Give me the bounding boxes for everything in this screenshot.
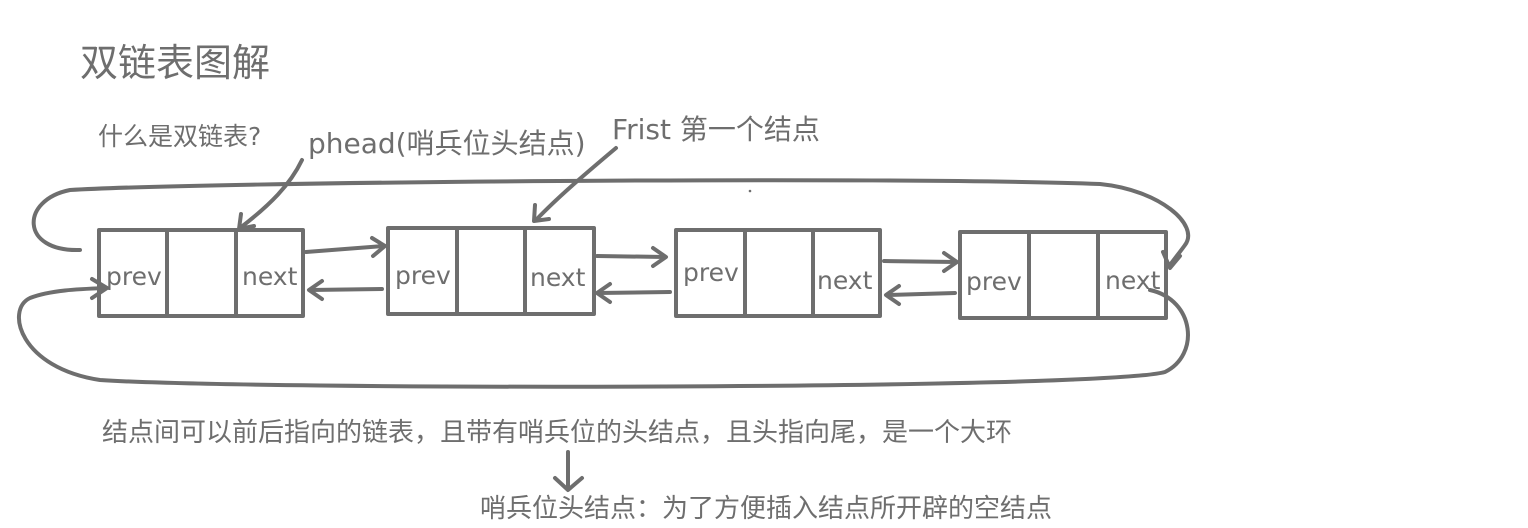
node-4-box (958, 230, 1168, 320)
diagram-title: 双链表图解 (80, 41, 271, 85)
prev-field-label: prev (683, 258, 739, 287)
prev-field-label: prev (966, 267, 1022, 296)
node-2-box (386, 226, 596, 316)
tail-to-head-arrowhead (1161, 250, 1182, 270)
node-1 (97, 228, 305, 318)
description-text: 结点间可以前后指向的链表，且带有哨兵位的头结点，且头指向尾，是一个大环 (102, 418, 1013, 448)
head-pointer-arrow (238, 158, 304, 230)
prev-arrow (595, 282, 672, 304)
node-2 (386, 226, 596, 316)
node-1-box (97, 228, 305, 318)
note-text: 哨兵位头结点：为了方便插入结点所开辟的空结点 (480, 494, 1053, 524)
tail-to-head-loop (31, 178, 1191, 267)
node-4 (958, 230, 1168, 320)
prev-field-label: prev (106, 262, 162, 291)
node-3 (674, 228, 882, 318)
next-arrow (304, 236, 387, 258)
description-to-note-arrowhead (553, 476, 584, 492)
next-arrow (595, 246, 668, 268)
first-pointer-arrow (534, 146, 618, 222)
next-arrow (882, 251, 959, 273)
next-field-label: next (530, 263, 586, 292)
prev-arrow (307, 279, 384, 301)
head-node-label: phead(哨兵位头结点) (308, 127, 586, 160)
first-node-label: Frist 第一个结点 (612, 113, 820, 146)
question-text: 什么是双链表? (98, 122, 262, 151)
node-3-box (674, 228, 882, 318)
stray-dot (748, 189, 752, 193)
next-field-label: next (1105, 266, 1161, 295)
next-field-label: next (817, 266, 873, 295)
first-pointer-arrowhead (532, 203, 551, 223)
head-to-tail-arrowhead (90, 277, 109, 300)
head-pointer-arrowhead (237, 212, 256, 231)
next-field-label: next (242, 262, 298, 291)
head-to-tail-loop (17, 286, 1190, 389)
prev-arrow (884, 284, 957, 306)
prev-field-label: prev (395, 261, 451, 290)
